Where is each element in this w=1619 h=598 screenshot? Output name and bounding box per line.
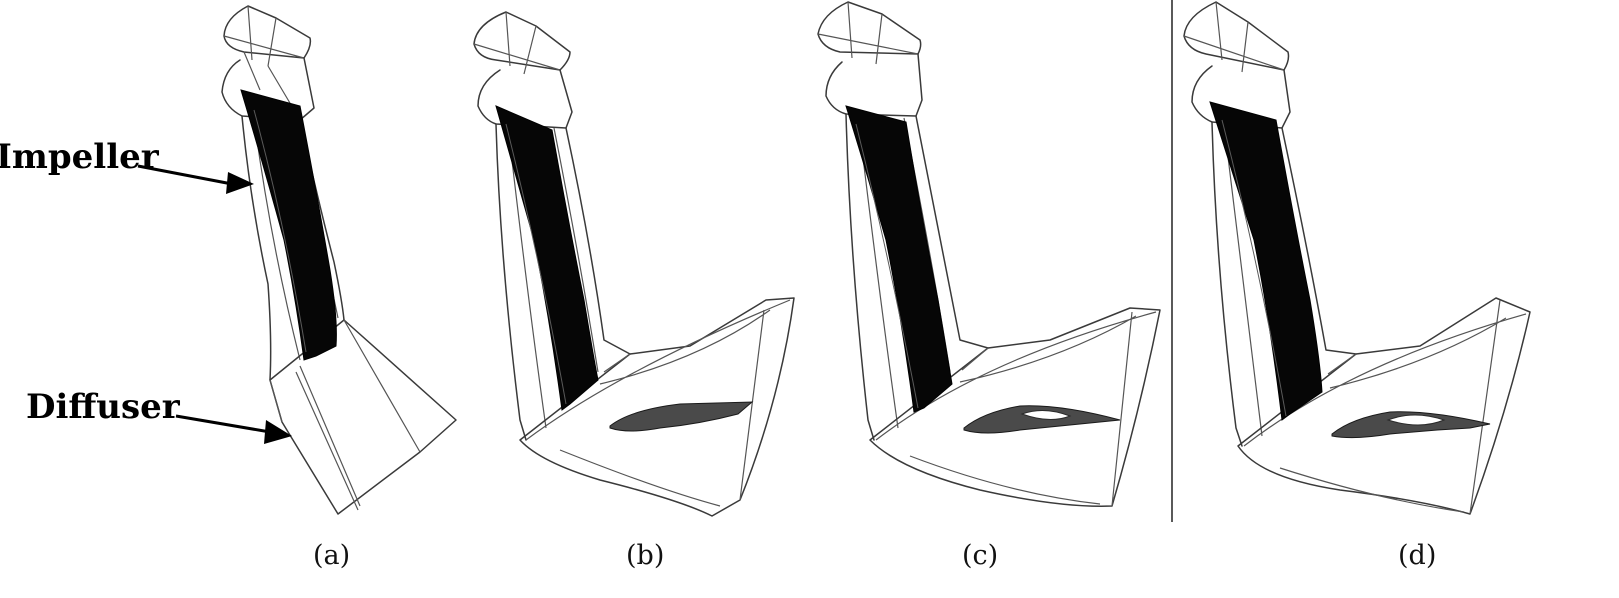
impeller-arrowhead-icon [226,172,254,194]
panel-d-caption: (d) [1398,540,1436,571]
panel-b-caption: (b) [626,540,664,571]
panel-a-impeller-blade [240,89,337,361]
panel-c-vane-hole [1020,410,1072,420]
panel-d-vane-hole [1386,414,1446,426]
diffuser-arrow-line [175,414,271,434]
panel-a-caption: (a) [313,540,350,571]
panel-d-impeller-blade [1209,101,1323,421]
diffuser-label: Diffuser [26,387,181,427]
panel-b-impeller-blade [495,105,599,411]
panel-d: (d) [1183,1,1531,571]
diffuser-arrowhead-icon [264,420,292,444]
panel-a: (a) [221,5,457,571]
impeller-callout: Impeller [0,137,254,194]
panel-a-impeller-wireframe [221,5,457,515]
panel-b: (b) [473,11,795,571]
panel-b-wireframe [473,11,795,517]
panel-c-impeller-blade [845,105,953,413]
impeller-label: Impeller [0,137,160,177]
panel-c-caption: (c) [962,540,998,571]
panel-c: (c) [817,1,1161,571]
panel-b-diffuser-vane [609,401,754,432]
impeller-arrow-line [137,164,233,186]
diffuser-callout: Diffuser [26,387,292,444]
